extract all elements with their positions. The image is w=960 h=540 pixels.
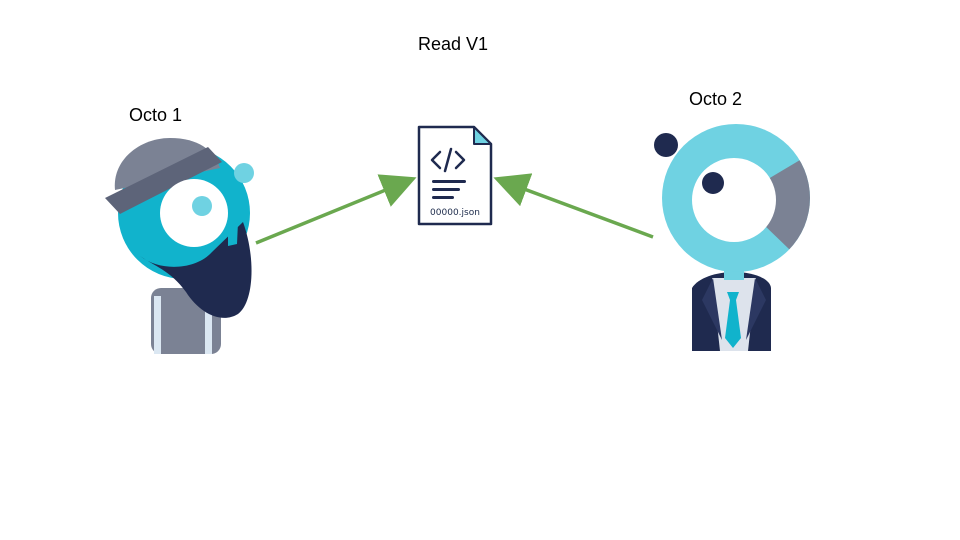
diagram-title: Read V1 bbox=[418, 34, 489, 54]
octo2-label: Octo 2 bbox=[689, 89, 743, 109]
arrow-octo1-to-file bbox=[255, 174, 417, 245]
file-name: 00000.json bbox=[430, 208, 480, 218]
arrow-octo2-to-file bbox=[493, 173, 654, 239]
code-file-icon: 00000.json bbox=[417, 125, 493, 226]
bearded-octo-avatar-icon bbox=[105, 138, 254, 354]
octo1-label: Octo 1 bbox=[129, 105, 183, 125]
tie-octo-avatar-icon bbox=[654, 124, 810, 351]
